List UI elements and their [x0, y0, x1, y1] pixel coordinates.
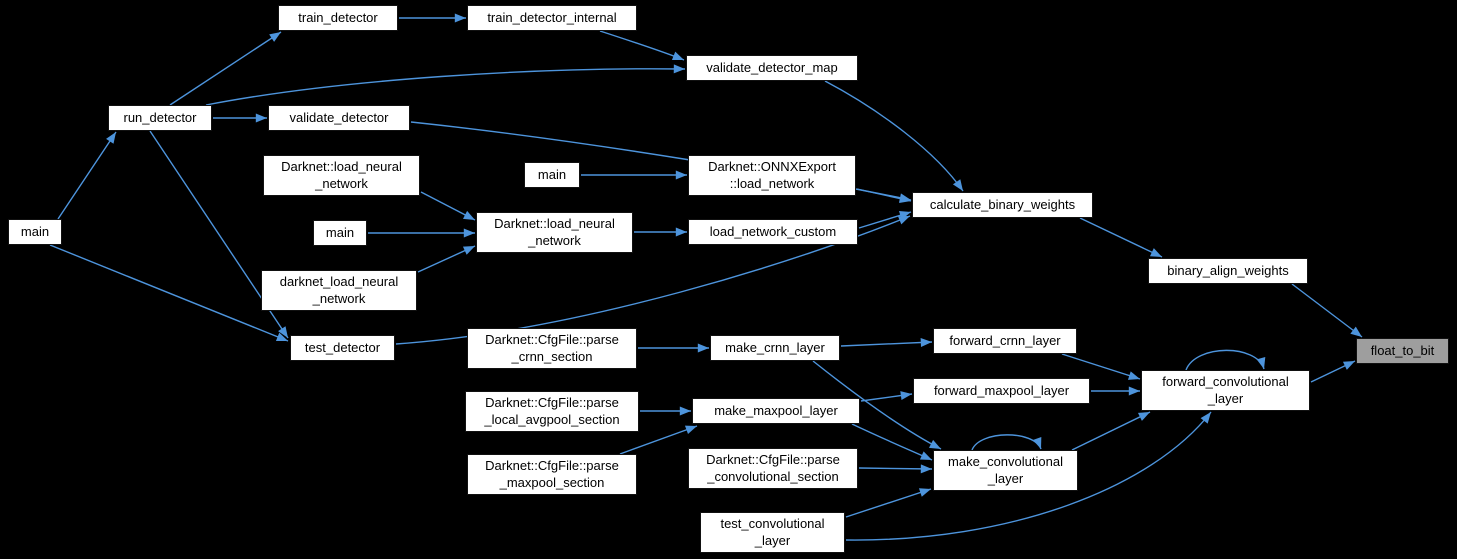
- edge-load-network-custom-to-calculate-binary-weights: [858, 211, 912, 229]
- node-validate-detector-map[interactable]: validate_detector_map: [686, 55, 858, 81]
- edge-onnx-load-network-to-calculate-binary-weights: [856, 188, 912, 203]
- node-forward-maxpool-layer[interactable]: forward_maxpool_layer: [913, 378, 1090, 404]
- edge-binary-align-weights-to-float-to-bit: [1291, 283, 1363, 338]
- edge-make-crnn-layer-to-forward-crnn-layer: [840, 338, 933, 347]
- node-load-network-custom[interactable]: load_network_custom: [688, 219, 858, 245]
- node-binary-align-weights[interactable]: binary_align_weights: [1148, 258, 1308, 284]
- node-darknet-load-neural-network-overload-1[interactable]: Darknet::load_neural _network: [263, 155, 420, 196]
- node-parse-local-avgpool-section[interactable]: Darknet::CfgFile::parse _local_avgpool_s…: [465, 391, 639, 432]
- node-parse-convolutional-section[interactable]: Darknet::CfgFile::parse _convolutional_s…: [688, 448, 858, 489]
- edge-make-crnn-layer-to-make-convolutional-layer: [812, 360, 942, 450]
- edge-validate-detector-map-to-calculate-binary-weights: [824, 80, 964, 192]
- edge-forward-convolutional-layer-to-float-to-bit: [1310, 360, 1356, 383]
- edge-run-detector-to-train-detector: [169, 31, 282, 106]
- node-darknet-load-neural-network-c-api[interactable]: darknet_load_neural _network: [261, 270, 417, 311]
- node-make-maxpool-layer[interactable]: make_maxpool_layer: [692, 398, 860, 424]
- node-train-detector-internal[interactable]: train_detector_internal: [467, 5, 637, 31]
- edge-forward-crnn-layer-to-forward-convolutional-layer: [1061, 353, 1141, 380]
- edge-make-convolutional-layer-to-forward-convolutional-layer: [1071, 411, 1151, 451]
- edge-calculate-binary-weights-to-binary-align-weights: [1079, 217, 1163, 258]
- edge-parse-convolutional-section-to-make-convolutional-layer: [858, 464, 933, 474]
- node-parse-crnn-section[interactable]: Darknet::CfgFile::parse _crnn_section: [467, 328, 637, 369]
- edge-test-convolutional-layer-to-make-convolutional-layer: [845, 488, 932, 518]
- edge-make-convolutional-layer-self-loop: [971, 434, 1042, 451]
- node-main-onnx[interactable]: main: [524, 162, 580, 188]
- node-make-convolutional-layer[interactable]: make_convolutional _layer: [933, 450, 1078, 491]
- edge-forward-convolutional-layer-self-loop: [1185, 349, 1266, 371]
- edge-test-convolutional-layer-to-forward-convolutional-layer: [845, 411, 1212, 541]
- edge-main-left-to-test-detector: [49, 244, 289, 342]
- node-parse-maxpool-section[interactable]: Darknet::CfgFile::parse _maxpool_section: [467, 454, 637, 495]
- node-run-detector[interactable]: run_detector: [108, 105, 212, 131]
- node-forward-convolutional-layer[interactable]: forward_convolutional _layer: [1141, 370, 1310, 411]
- edge-darknet-load-neural-network-to-load-neural-network-2: [417, 245, 476, 273]
- edge-make-maxpool-layer-to-forward-maxpool-layer: [860, 391, 913, 402]
- node-train-detector[interactable]: train_detector: [278, 5, 398, 31]
- node-test-detector[interactable]: test_detector: [290, 335, 395, 361]
- edge-make-maxpool-layer-to-make-convolutional-layer: [851, 423, 933, 461]
- node-make-crnn-layer[interactable]: make_crnn_layer: [710, 335, 840, 361]
- edge-run-detector-to-validate-detector-map: [205, 64, 686, 106]
- node-calculate-binary-weights[interactable]: calculate_binary_weights: [912, 192, 1093, 218]
- node-darknet-load-neural-network-overload-2[interactable]: Darknet::load_neural _network: [476, 212, 633, 253]
- node-main-mid[interactable]: main: [313, 220, 367, 246]
- edge-parse-maxpool-section-to-make-maxpool-layer: [619, 425, 698, 455]
- node-main-left[interactable]: main: [8, 219, 62, 245]
- node-validate-detector[interactable]: validate_detector: [268, 105, 410, 131]
- edge-main-left-to-run-detector: [57, 131, 117, 220]
- edge-train-detector-internal-to-validate-detector-map: [599, 30, 685, 61]
- node-float-to-bit: float_to_bit: [1356, 338, 1449, 364]
- edge-load-neural-network-1-to-load-neural-network-2: [420, 191, 476, 221]
- node-onnx-load-network[interactable]: Darknet::ONNXExport ::load_network: [688, 155, 856, 196]
- node-forward-crnn-layer[interactable]: forward_crnn_layer: [933, 328, 1077, 354]
- node-test-convolutional-layer[interactable]: test_convolutional _layer: [700, 512, 845, 553]
